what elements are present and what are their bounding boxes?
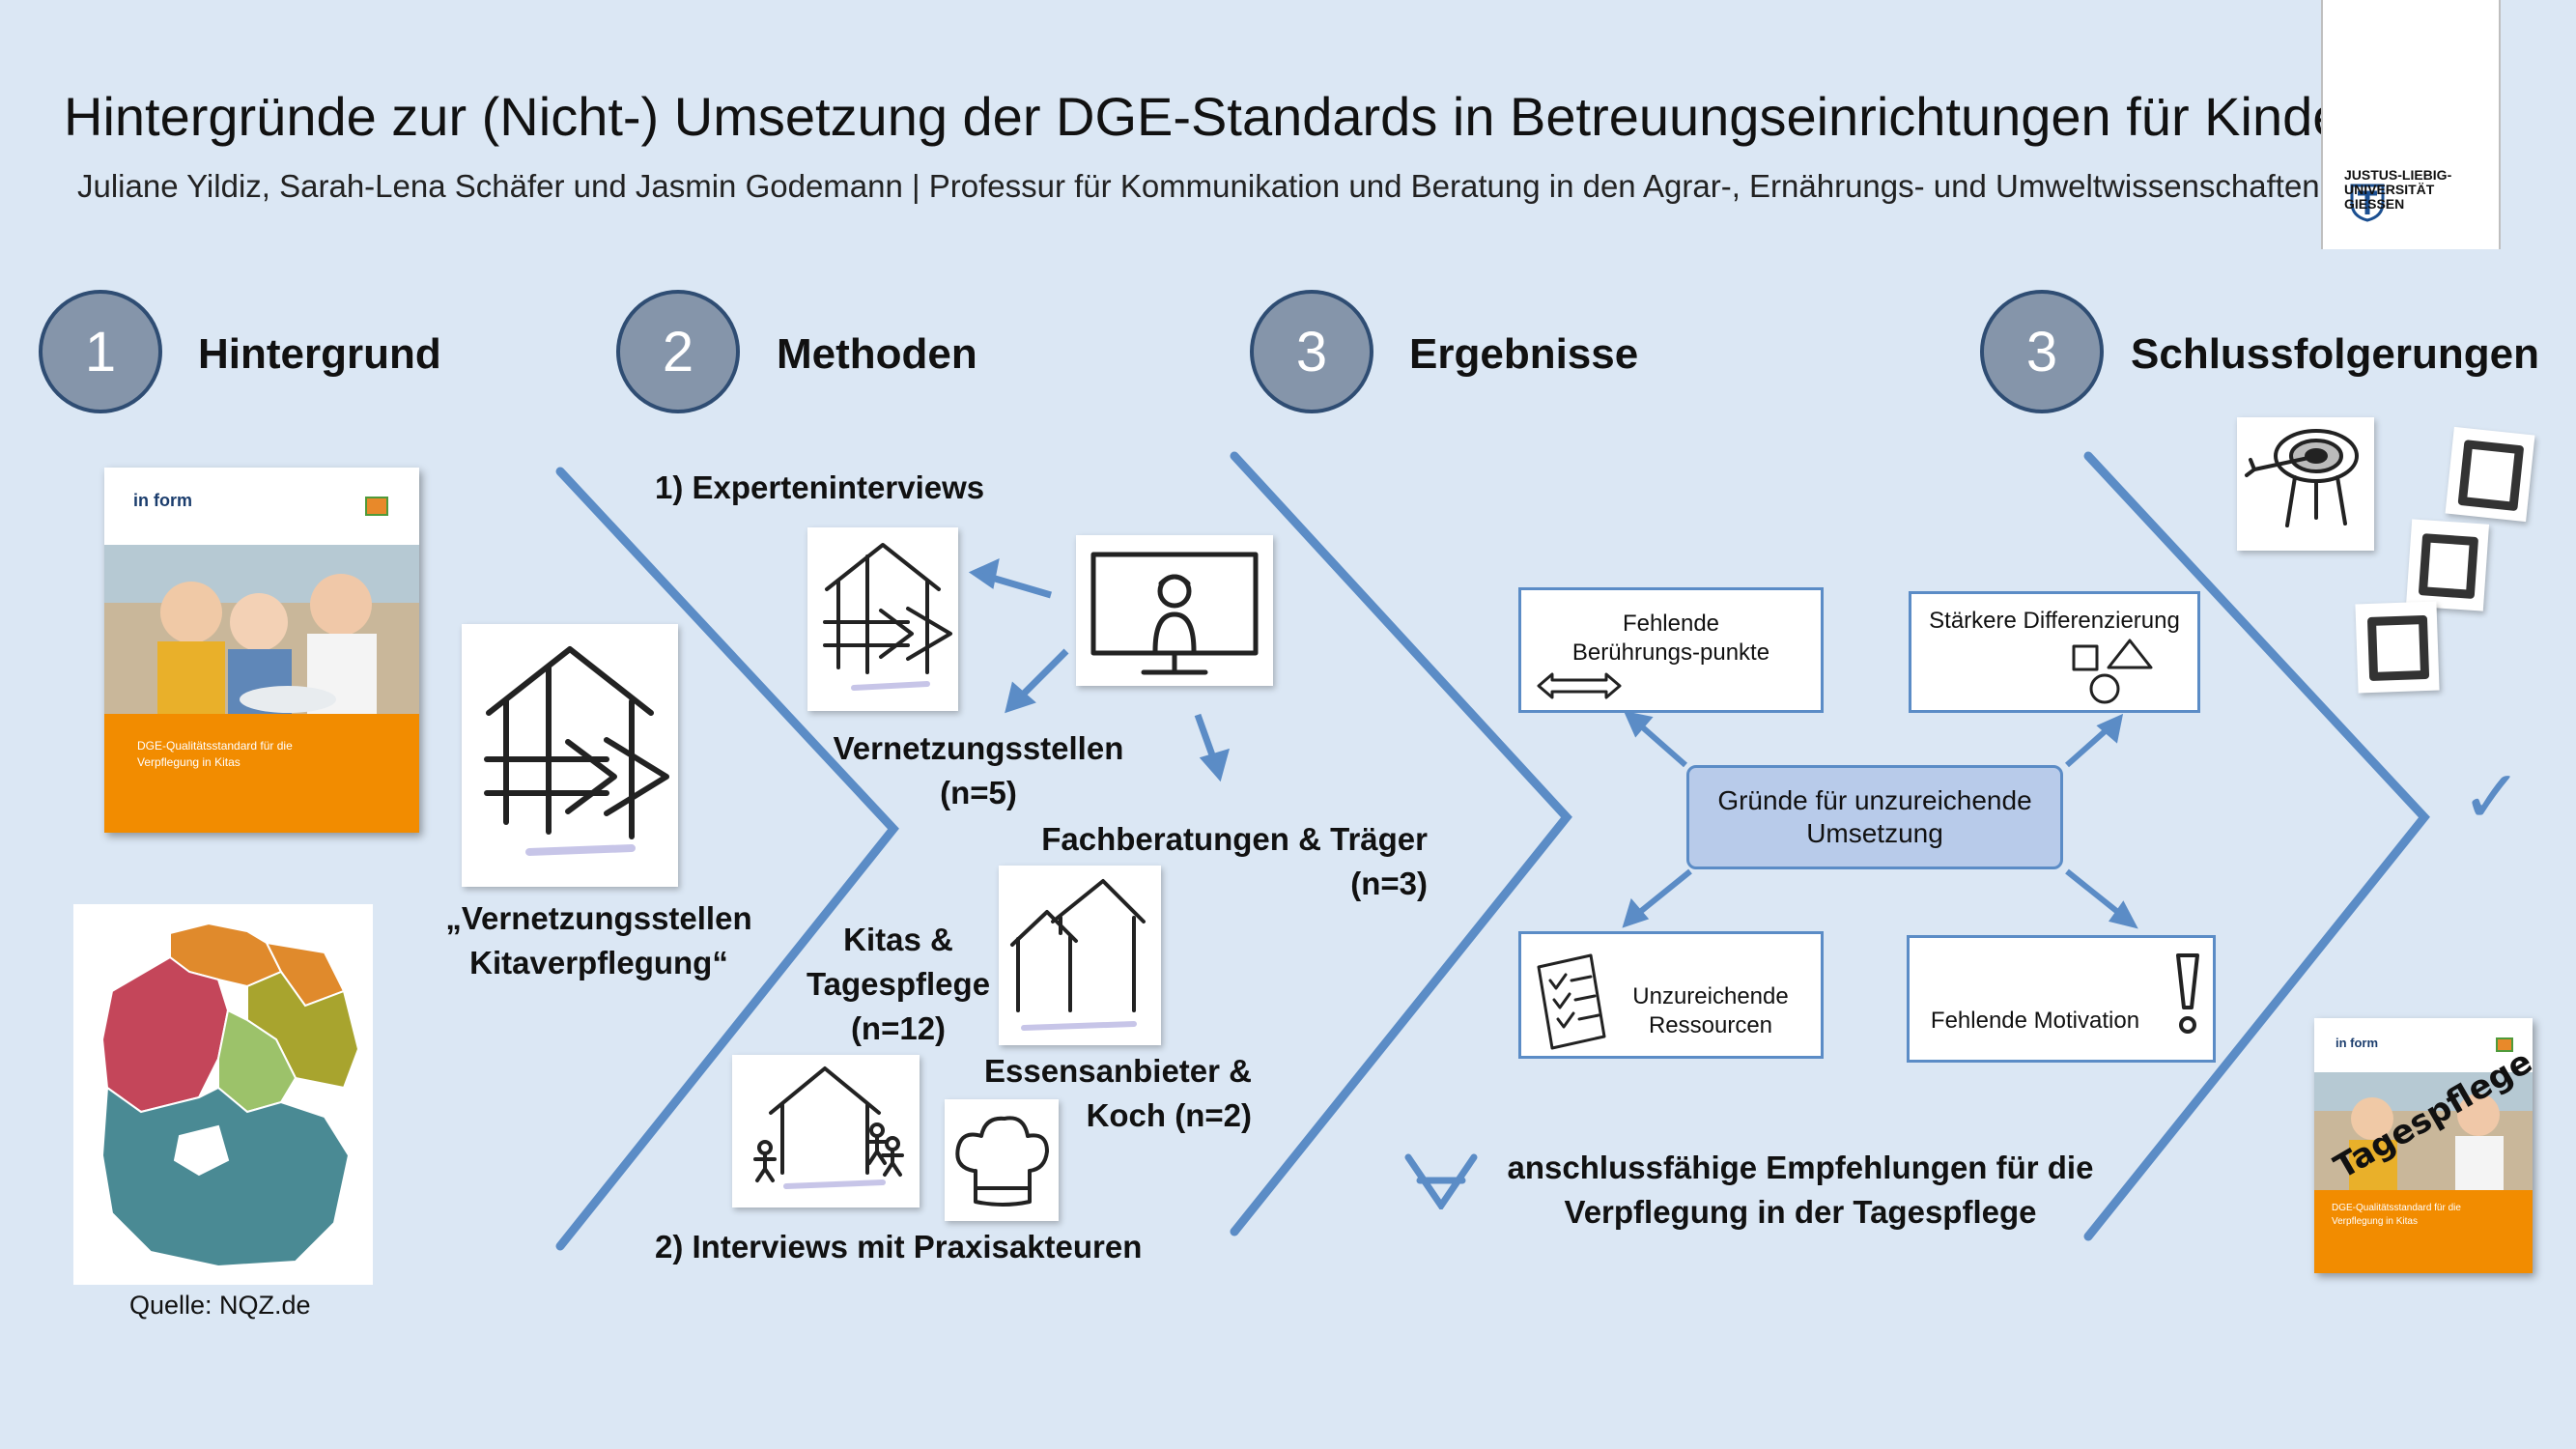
university-name: JUSTUS-LIEBIG-UNIVERSITÄT GIESSEN (2344, 167, 2452, 212)
brochure-small-badge-icon (2496, 1037, 2513, 1052)
result-box-resources: Unzureichende Ressourcen (1518, 931, 1824, 1059)
section-1-number: 1 (39, 290, 162, 413)
network-points-label: Vernetzungsstellen (n=5) (829, 726, 1128, 815)
authors-line: Juliane Yildiz, Sarah-Lena Schäfer und J… (77, 168, 2320, 204)
network-points-line2: (n=5) (940, 775, 1017, 810)
advisors-line1: Fachberatungen & Träger (1041, 821, 1428, 857)
brochure-small-logo: in form (2335, 1036, 2379, 1050)
network-label-line2: Kitaverpflegung“ (469, 945, 728, 980)
brochure-logo: in form (133, 491, 192, 510)
kita-house-card (732, 1055, 920, 1208)
brochure-photo (104, 545, 419, 714)
result-box-contact: Fehlende Berührungs-punkte (1518, 587, 1824, 713)
houses-icon (1010, 879, 1146, 1031)
arrow-to-network-house (984, 572, 1052, 599)
chevron-2 (1230, 451, 1572, 1236)
arrow-to-motivation (2065, 868, 2127, 921)
house-arrows-icon (484, 646, 669, 856)
chevron-3 (2083, 451, 2430, 1241)
section-1-title: Hintergrund (198, 330, 441, 378)
map-region-south (100, 1086, 351, 1268)
result-center-box: Gründe für unzureichende Umsetzung (1686, 765, 2063, 869)
university-logo: JUSTUS-LIEBIG-UNIVERSITÄT GIESSEN (2321, 0, 2501, 249)
brochure-badge-icon (365, 497, 388, 516)
practice-interviews-label: 2) Interviews mit Praxisakteuren (655, 1229, 1143, 1264)
section-4-number: 3 (1980, 290, 2104, 413)
checkmark-icon: ✓ (2461, 756, 2523, 838)
arrow-to-differentiation (2065, 724, 2112, 768)
kitas-line2: Tagespflege (806, 966, 991, 1002)
arrow-to-resources (1633, 868, 1692, 919)
poster-title: Hintergründe zur (Nicht-) Umsetzung der … (64, 86, 2362, 147)
result-box-resources-text: Unzureichende Ressourcen (1632, 983, 1789, 1038)
target-icon (2245, 429, 2359, 527)
video-call-icon (1090, 552, 1259, 675)
advisors-line2: (n=3) (1350, 866, 1428, 901)
map-region-southwest-gap (173, 1124, 230, 1177)
network-house-card (462, 624, 678, 887)
chef-hat-icon (955, 1116, 1049, 1207)
section-3-title: Ergebnisse (1409, 330, 1639, 378)
caterers-line2: Koch (n=2) (1086, 1097, 1252, 1133)
advisors-label: Fachberatungen & Träger (n=3) (1026, 817, 1428, 906)
arrow-to-contact (1635, 720, 1687, 768)
kita-house-icon (753, 1066, 904, 1189)
germany-map (100, 922, 360, 1268)
map-region-east (246, 970, 360, 1090)
caterers-line1: Essensanbieter & (984, 1053, 1252, 1089)
brochure-small-title: DGE-Qualitätsstandard für die Verpflegun… (2332, 1203, 2461, 1227)
result-box-differentiation-text: Stärkere Differenzierung (1929, 608, 2180, 634)
brochure-small-photo (2314, 1072, 2533, 1190)
result-box-motivation-text: Fehlende Motivation (1930, 1008, 2140, 1034)
shapes-icon (2072, 639, 2153, 704)
network-label-line1: „Vernetzungsstellen (445, 900, 752, 936)
map-region-west (100, 955, 230, 1114)
chevron-1 (555, 467, 899, 1251)
chef-hat-card (945, 1099, 1059, 1221)
dge-brochure-image: in form DGE-Qualitätsstandard für die Ve… (104, 468, 419, 833)
exclamation-icon (2176, 953, 2199, 1034)
network-points-line1: Vernetzungsstellen (833, 730, 1124, 766)
box-icon-1 (2445, 426, 2535, 523)
section-2-title: Methoden (777, 330, 977, 378)
result-box-differentiation: Stärkere Differenzierung (1909, 591, 2200, 713)
target-card (2237, 417, 2374, 551)
section-3-number: 3 (1250, 290, 1373, 413)
brochure-title: DGE-Qualitätsstandard für die Verpflegun… (137, 739, 293, 769)
recommendation-line1: anschlussfähige Empfehlungen für die (1507, 1150, 2094, 1185)
section-2-number: 2 (616, 290, 740, 413)
university-shield-icon (2350, 184, 2385, 222)
arrow-to-network-label (1017, 648, 1069, 700)
caterers-label: Essensanbieter & Koch (n=2) (958, 1049, 1252, 1138)
kitas-line3: (n=12) (850, 1010, 947, 1046)
video-call-card (1076, 535, 1273, 686)
recommendation-line2: Verpflegung in der Tagespflege (1564, 1194, 2037, 1230)
house-arrows-icon (823, 543, 952, 691)
double-arrow-icon (1537, 672, 1622, 699)
result-box-contact-text: Fehlende Berührungs-punkte (1571, 611, 1770, 666)
germany-map-card (73, 904, 373, 1285)
result-box-motivation: Fehlende Motivation (1907, 935, 2216, 1063)
checklist-icon (1537, 953, 1606, 1050)
box-icon-3 (2355, 601, 2440, 694)
expert-interviews-label: 1) Experteninterviews (655, 469, 985, 505)
map-source: Quelle: NQZ.de (129, 1291, 311, 1320)
advisors-houses-card (999, 866, 1161, 1045)
methods-house-card (807, 527, 958, 711)
for-all-icon (1404, 1153, 1478, 1209)
network-label: „Vernetzungsstellen Kitaverpflegung“ (433, 896, 765, 985)
kitas-line1: Kitas & (843, 922, 953, 957)
section-4-title: Schlussfolgerungen (2131, 330, 2539, 378)
box-icon-2 (2405, 519, 2490, 611)
kitas-label: Kitas & Tagespflege (n=12) (782, 918, 1014, 1051)
tagespflege-brochure-image: in form DGE-Qualitätsstandard für die Ve… (2314, 1018, 2533, 1273)
recommendation-label: anschlussfähige Empfehlungen für die Ver… (1491, 1146, 2109, 1235)
